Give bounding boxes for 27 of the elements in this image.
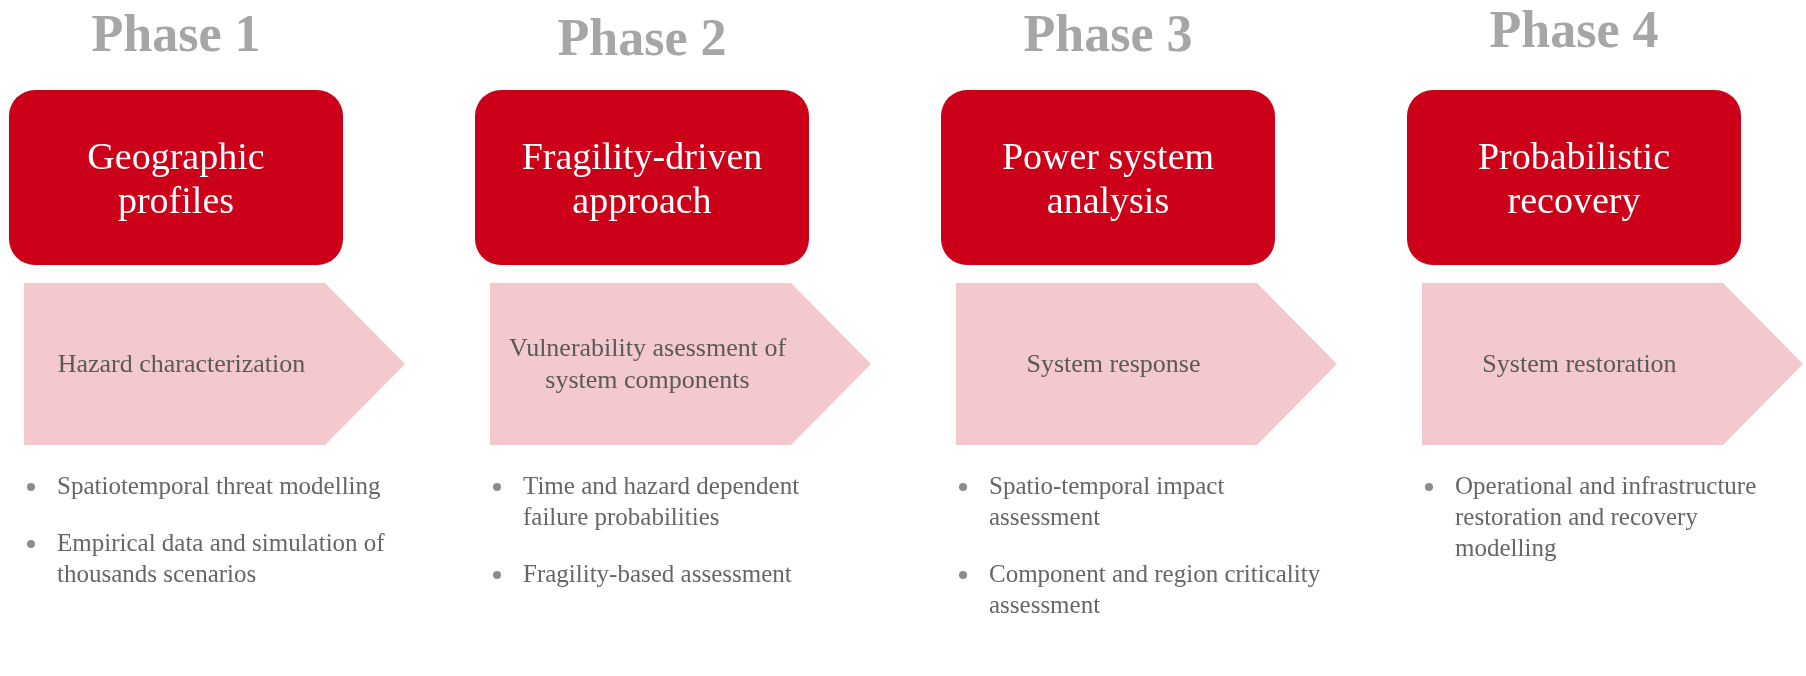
chevron-arrow (956, 283, 1337, 445)
phase-box (9, 90, 343, 265)
step-label: Vulnerability asessment of system components (507, 332, 788, 396)
bullet-text: Time and hazard dependent failure probabilities (523, 471, 801, 532)
chevron-arrow (490, 283, 871, 445)
step-label: System response (1026, 348, 1201, 380)
chevron-arrow (1422, 283, 1803, 445)
bullet-text: Operational and infrastructure restoration and recovery modelling (1455, 471, 1758, 563)
bullet-text: Spatiotemporal threat modelling (57, 471, 381, 501)
phase-heading: Phase 1 (90, 4, 262, 64)
phase-box-title: Power system analysis (1000, 133, 1216, 222)
bullet-text: Component and region criticality assessment (989, 559, 1322, 620)
phase-box (941, 90, 1275, 265)
phase-box-title: Geographic profiles (86, 133, 266, 222)
phase-box-title: Fragility-driven approach (520, 133, 764, 222)
phase-box-title: Probabilistic recovery (1476, 133, 1672, 222)
bullet-text: Fragility-based assessment (523, 559, 792, 589)
bullet-text: Empirical data and simulation of thousands scenarios (57, 528, 386, 589)
step-label: System restoration (1482, 348, 1677, 380)
phase-heading: Phase 4 (1488, 0, 1660, 60)
step-label: Hazard characterization (57, 348, 306, 380)
phase-heading: Phase 3 (1022, 4, 1194, 64)
phase-heading: Phase 2 (556, 8, 728, 68)
bullet-text: Spatio-temporal impact assessment (989, 471, 1226, 532)
phase-box (475, 90, 809, 265)
phase-box (1407, 90, 1741, 265)
chevron-arrow (24, 283, 405, 445)
